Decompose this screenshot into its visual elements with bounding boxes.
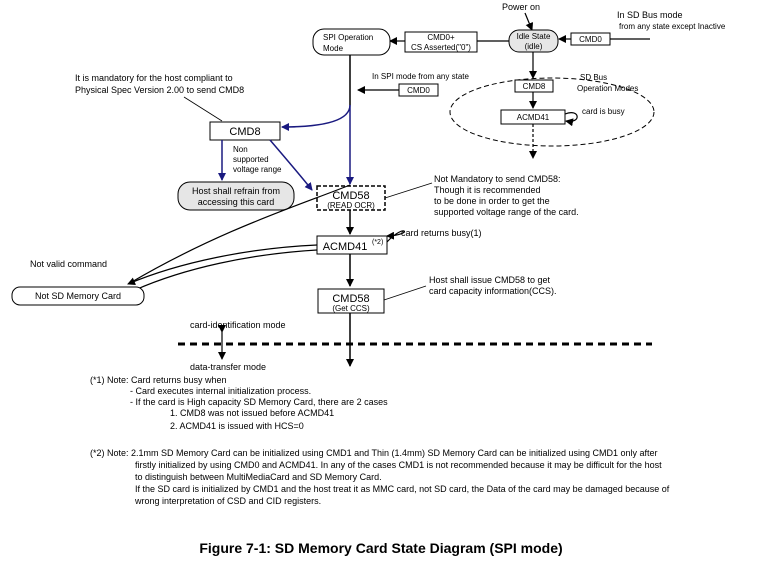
cmd58-read-ocr-label: CMD58 [332, 190, 369, 202]
cmd8-to-cmd58-arrow [269, 139, 313, 191]
mandatory-note-line2: Physical Spec Version 2.00 to send CMD8 [75, 85, 244, 95]
cmd0-top-label: CMD0 [579, 35, 602, 44]
refrain-node [177, 181, 295, 211]
spi-operation-mode-label: SPI Operation [323, 33, 373, 42]
non-supported-line3: voltage range [233, 165, 282, 174]
not-sd-card-label: Not SD Memory Card [35, 291, 121, 301]
power-on-label: Power on [502, 2, 540, 12]
sd-bus-operation-sublabel: Operation Modes [577, 84, 638, 93]
sd-bus-operation-label: SD Bus [580, 73, 607, 82]
note2-line1: (*2) Note: 2.1mm SD Memory Card can be i… [90, 448, 658, 458]
power-on-arrow [524, 12, 534, 31]
from-any-state-label: from any state except Inactive [619, 22, 726, 31]
card-returns-busy-loop [386, 230, 406, 243]
acmd41-spi-label: ACMD41 [323, 241, 368, 253]
acmd41-not-valid-arrow [127, 244, 318, 285]
not-mandatory-line1: Not Mandatory to send CMD58: [434, 174, 561, 184]
note1-line1: (*1) Note: Card returns busy when [90, 375, 227, 385]
host-shall-issue-line2: card capacity information(CCS). [429, 286, 557, 296]
refrain-sublabel: accessing this card [198, 197, 275, 207]
spi-to-cmd8-arrow [281, 104, 351, 131]
not-mandatory-line4: supported voltage range of the card. [434, 207, 579, 217]
host-shall-issue-line1: Host shall issue CMD58 to get [429, 275, 551, 285]
not-mandatory-line3: to be done in order to get the [434, 196, 550, 206]
card-identification-mode-label: card-identification mode [190, 320, 286, 330]
card-busy-loop [564, 112, 578, 127]
data-transfer-mode-label: data-transfer mode [190, 362, 266, 372]
mandatory-note-line1: It is mandatory for the host compliant t… [75, 73, 233, 83]
not-mandatory-leader [384, 182, 433, 199]
not-valid-command-label: Not valid command [30, 259, 107, 269]
spi-operation-mode-node [312, 28, 391, 56]
non-supported-line1: Non [233, 145, 248, 154]
cmd0-cs-box [404, 31, 478, 53]
figure-caption: Figure 7-1: SD Memory Card State Diagram… [199, 540, 563, 556]
note1-line5: 2. ACMD41 is issued with HCS=0 [170, 421, 304, 431]
cmd58-get-ccs-node [317, 288, 385, 314]
sd-bus-mode-label: In SD Bus mode [617, 10, 683, 20]
note2-line2: firstly initialized by using CMD0 and AC… [135, 460, 662, 470]
note1-line2: - Card executes internal initialization … [130, 386, 312, 396]
note1-line3: - If the card is High capacity SD Memory… [130, 397, 388, 407]
idle-state-label: Idle State [517, 32, 551, 41]
cmd58-not-valid-line [129, 184, 351, 284]
cmd8-spi-label: CMD8 [229, 126, 260, 138]
note2-line3: to distinguish between MultiMediaCard an… [135, 472, 382, 482]
idle-state-sublabel: (idle) [525, 42, 543, 51]
refrain-label: Host shall refrain from [192, 186, 280, 196]
card-is-busy-label: card is busy [582, 107, 625, 116]
cmd0-mid-label: CMD0 [407, 86, 430, 95]
cmd0-cs-label: CMD0+ [427, 33, 455, 42]
non-supported-line2: supported [233, 155, 269, 164]
cmd58-read-ocr-sublabel: (READ OCR) [327, 201, 375, 210]
cmd8-spi-node [209, 121, 281, 141]
acmd41-sd-label: ACMD41 [517, 113, 550, 122]
cmd8-sd-label: CMD8 [523, 82, 546, 91]
spi-operation-mode-sublabel: Mode [323, 44, 344, 53]
note2-line5: wrong interpretation of CSD and CID regi… [135, 496, 322, 506]
note1-line4: 1. CMD8 was not issued before ACMD41 [170, 408, 335, 418]
cmd58-read-ocr-node [316, 185, 386, 211]
host-shall-issue-leader [383, 285, 427, 301]
acmd41-not-valid-arrow-outline [134, 249, 318, 291]
cmd8-sd-box [514, 79, 554, 93]
not-sd-card-node [11, 286, 145, 306]
cmd58-get-ccs-sublabel: (Get CCS) [332, 304, 370, 313]
not-mandatory-line2: Though it is recommended [434, 185, 541, 195]
note2-line4: If the SD card is initialized by CMD1 an… [135, 484, 670, 494]
card-returns-busy-label: card returns busy(1) [401, 228, 482, 238]
mandatory-note-leader [183, 96, 223, 122]
cmd0-cs-sublabel: CS Asserted("0") [411, 43, 471, 52]
acmd41-footnote-ref: (*2) [372, 239, 383, 246]
in-spi-mode-label: In SPI mode from any state [372, 72, 469, 81]
sd-bus-operation-ellipse [449, 77, 655, 147]
cmd58-get-ccs-label: CMD58 [332, 293, 369, 305]
